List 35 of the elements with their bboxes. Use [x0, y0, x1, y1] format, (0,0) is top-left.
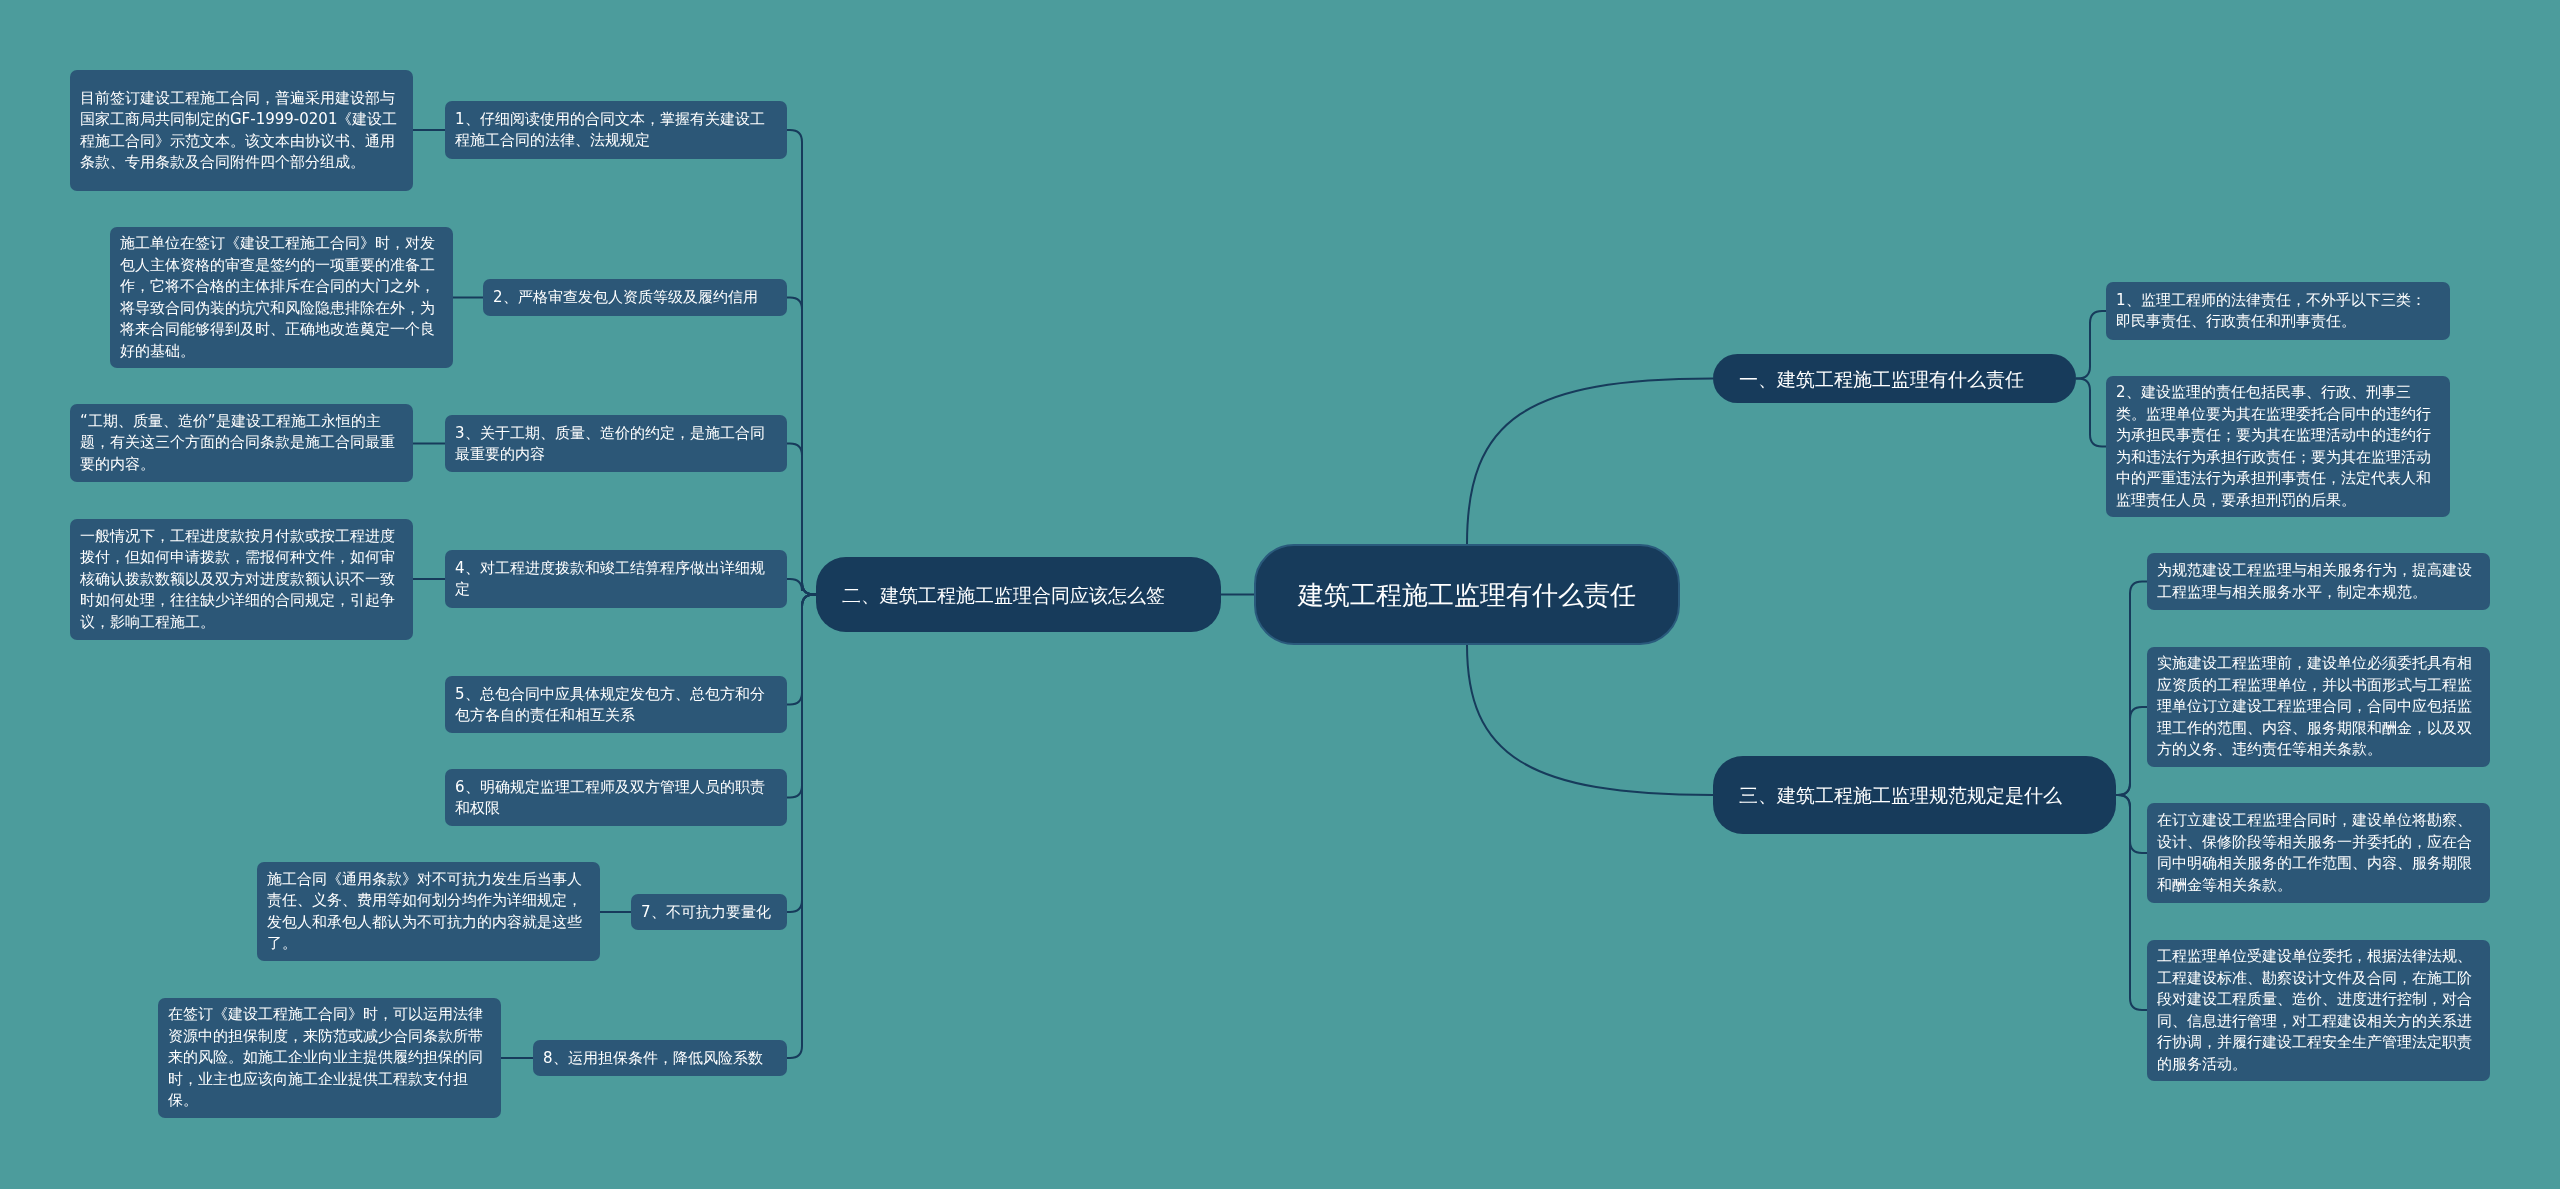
connector-line: [786, 578, 817, 596]
subtopic-box: 3、关于工期、质量、造价的约定，是施工合同最重要的内容: [445, 415, 787, 472]
connector-line: [1220, 593, 1255, 596]
subtopic-box: 6、明确规定监理工程师及双方管理人员的职责和权限: [445, 769, 787, 826]
subtopic-box: 1、仔细阅读使用的合同文本，掌握有关建设工程施工合同的法律、法规规定: [445, 101, 787, 159]
connector-line: [412, 442, 446, 445]
note-box: 目前签订建设工程施工合同，普遍采用建设部与国家工商局共同制定的GF-1999-0201《建设工程施工合同》示范文本。该文本由协议书、通用条款、专用条款及合同附件四个部分组成。: [70, 70, 413, 191]
central-topic: 建筑工程施工监理有什么责任: [1254, 544, 1680, 645]
connector-line: [1466, 644, 1714, 796]
note-box: 一般情况下，工程进度款按月付款或按工程进度拨付，但如何申请拨款，需报何种文件，如何审核确认拨款数额以及双方对进度款额认识不一致时如何处理，往往缺少详细的合同规定，引起争议，影响工程施工。: [70, 519, 413, 640]
connector-line: [2115, 794, 2148, 1011]
note-box: 施工单位在签订《建设工程施工合同》时，对发包人主体资格的审查是签约的一项重要的准备工作，它将不合格的主体排斥在合同的大门之外，将导致合同伪装的坑穴和风险隐患排除在外，为将来合同能够得到及时、正确地改造奠定一个良好的基础。: [110, 227, 453, 368]
subtopic-box: 7、不可抗力要量化: [631, 894, 787, 930]
connector-line: [500, 1057, 534, 1059]
connector-line: [412, 129, 446, 131]
subtopic-box: 5、总包合同中应具体规定发包方、总包方和分包方各自的责任和相互关系: [445, 676, 787, 733]
branch-topic: 二、建筑工程施工监理合同应该怎么签: [816, 557, 1221, 632]
branch-topic: 三、建筑工程施工监理规范规定是什么: [1713, 756, 2116, 834]
connector-line: [412, 578, 446, 580]
note-box: 在签订《建设工程施工合同》时，可以运用法律资源中的担保制度，来防范或减少合同条款所带来的风险。如施工企业向业主提供履约担保的同时，业主也应该向施工企业提供工程款支付担保。: [158, 998, 501, 1118]
note-box: 2、建设监理的责任包括民事、行政、刑事三类。监理单位要为其在监理委托合同中的违约行为承担民事责任；要为其在监理活动中的违约行为和违法行为承担行政责任；要为其在监理活动中的严重违法行为承担刑事责任，法定代表人和监理责任人员，要承担刑罚的后果。: [2106, 376, 2450, 517]
note-box: 为规范建设工程监理与相关服务行为，提高建设工程监理与相关服务水平，制定本规范。: [2147, 553, 2490, 610]
subtopic-box: 8、运用担保条件，降低风险系数: [533, 1040, 787, 1076]
branch-topic: 一、建筑工程施工监理有什么责任: [1713, 354, 2076, 403]
note-box: 工程监理单位受建设单位委托，根据法律法规、工程建设标准、勘察设计文件及合同，在施工阶段对建设工程质量、造价、进度进行控制，对合同、信息进行管理，对工程建设相关方的关系进行协调，并履行建设工程安全生产管理法定职责的服务活动。: [2147, 940, 2490, 1081]
subtopic-box: 2、严格审查发包人资质等级及履约信用: [483, 279, 787, 316]
note-box: 施工合同《通用条款》对不可抗力发生后当事人责任、义务、费用等如何划分均作为详细规定，发包人和承包人都认为不可抗力的内容就是这些了。: [257, 862, 600, 961]
note-box: “工期、质量、造价”是建设工程施工永恒的主题，有关这三个方面的合同条款是施工合同最重要的内容。: [70, 404, 413, 482]
connector-line: [1466, 377, 1714, 545]
note-box: 1、监理工程师的法律责任，不外乎以下三类：即民事责任、行政责任和刑事责任。: [2106, 282, 2450, 340]
connector-line: [452, 296, 484, 299]
connector-line: [599, 911, 632, 913]
note-box: 在订立建设工程监理合同时，建设单位将勘察、设计、保修阶段等相关服务一并委托的，应在合同中明确相关服务的工作范围、内容、服务期限和酬金等相关条款。: [2147, 803, 2490, 903]
subtopic-box: 4、对工程进度拨款和竣工结算程序做出详细规定: [445, 550, 787, 608]
note-box: 实施建设工程监理前，建设单位必须委托具有相应资质的工程监理单位，并以书面形式与工程监理单位订立建设工程监理合同，合同中应包括监理工作的范围、内容、服务期限和酬金，以及双方的义务、违约责任等相关条款。: [2147, 647, 2490, 767]
